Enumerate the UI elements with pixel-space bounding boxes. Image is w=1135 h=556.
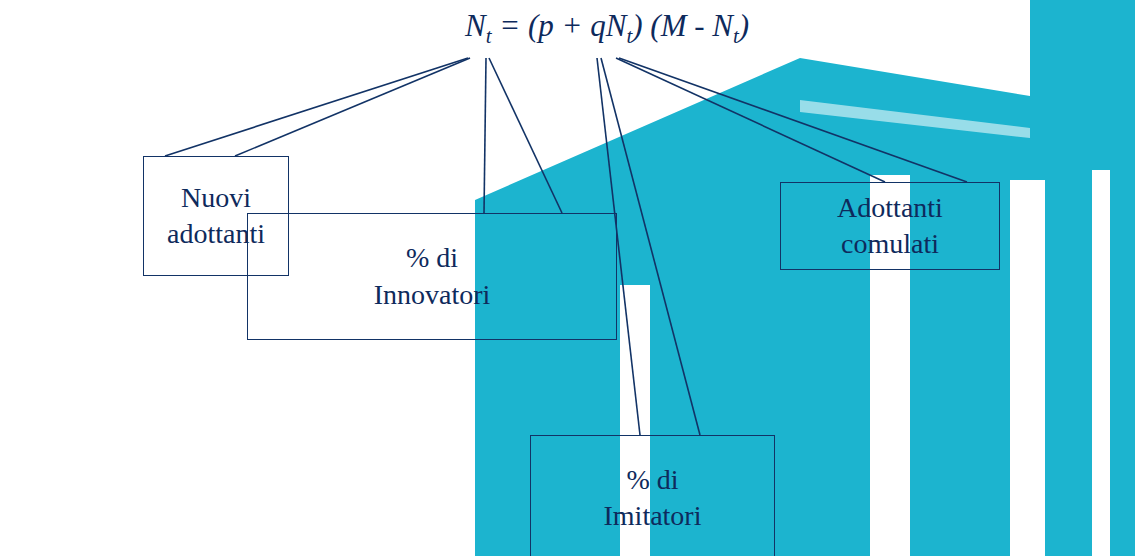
callout-text: Nuovi adottanti — [151, 180, 281, 253]
callout-text: % di Innovatori — [357, 240, 507, 313]
callout-box: Adottanti comulati — [780, 182, 1000, 270]
formula-subscript: t — [626, 24, 632, 49]
leader-line — [165, 58, 468, 156]
formula-subscript: t — [733, 24, 739, 49]
leader-line — [619, 58, 967, 182]
formula-part: = (p + q — [492, 8, 606, 44]
logo-gap — [800, 100, 1030, 138]
leader-line — [601, 58, 700, 435]
logo-shape — [475, 0, 1135, 556]
formula-part: ) — [739, 8, 749, 44]
leader-line — [597, 58, 640, 435]
formula-part: ) (M - — [632, 8, 712, 44]
callout-box: % di Innovatori — [247, 213, 617, 340]
formula-part: N — [465, 8, 486, 44]
leader-line — [489, 58, 562, 213]
leader-line — [484, 58, 486, 213]
formula-part: N — [712, 8, 733, 44]
callout-text: % di Imitatori — [583, 462, 723, 535]
leader-line — [616, 58, 885, 182]
logo-stripe — [1010, 180, 1045, 556]
logo-stripe — [1092, 170, 1110, 556]
callout-box: % di Imitatori — [530, 435, 775, 556]
bass-formula: Nt = (p + qNt) (M - Nt) — [465, 8, 749, 44]
callout-box: Nuovi adottanti — [143, 156, 289, 276]
formula-part: N — [606, 8, 627, 44]
formula-subscript: t — [486, 24, 492, 49]
callout-text: Adottanti comulati — [815, 190, 965, 263]
leader-line — [235, 58, 470, 156]
